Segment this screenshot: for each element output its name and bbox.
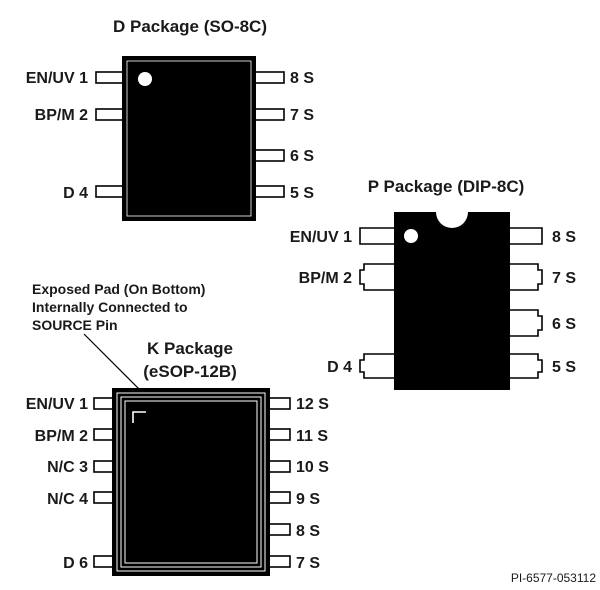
k-package-body (112, 388, 270, 576)
p-pin-label-8: 8 S (552, 229, 576, 246)
k-pin1-corner-mark (132, 411, 146, 423)
reference-number: PI-6577-053112 (511, 571, 597, 585)
k-lead-9 (267, 491, 291, 504)
k-package-title-line-1: K Package (147, 339, 233, 358)
d-lead-8 (253, 71, 285, 84)
note-line-2: Internally Connected to (32, 299, 188, 315)
d-pin-label-6: 6 S (290, 148, 314, 165)
p-lead-5 (508, 353, 543, 379)
p-package: P Package (DIP-8C) EN/UV 1 BP/M 2 D 4 8 … (290, 177, 576, 390)
k-lead-10 (267, 460, 291, 473)
d-pin-label-7: 7 S (290, 107, 314, 124)
k-pin-label-11: 11 S (296, 428, 328, 445)
k-body-ring-middle (120, 396, 262, 568)
d-lead-4 (95, 185, 125, 198)
k-package-title-line-2: (eSOP-12B) (143, 362, 237, 381)
p-lead-4 (359, 353, 396, 379)
exposed-pad-note: Exposed Pad (On Bottom) Internally Conne… (32, 281, 205, 430)
k-body-ring-inner (124, 400, 258, 564)
k-pin-label-12: 12 S (296, 396, 329, 413)
k-package: K Package (eSOP-12B) EN/UV 1 BP/M 2 N/C … (26, 339, 329, 576)
p-lead-6 (508, 309, 543, 337)
k-lead-11 (267, 428, 291, 441)
d-pin-label-5: 5 S (290, 185, 314, 202)
k-pin-label-9: 9 S (296, 491, 320, 508)
d-pin1-dot (138, 72, 152, 86)
d-pin-label-1: EN/UV 1 (26, 70, 88, 87)
p-pin-label-2: BP/M 2 (299, 270, 352, 287)
p-pin-label-5: 5 S (552, 359, 576, 376)
p-lead-2 (359, 263, 396, 291)
d-lead-6 (253, 149, 285, 162)
k-pin-label-1: EN/UV 1 (26, 396, 88, 413)
p-pin-label-1: EN/UV 1 (290, 229, 352, 246)
k-pin-label-2: BP/M 2 (35, 428, 88, 445)
d-pin-label-2: BP/M 2 (35, 107, 88, 124)
note-line-1: Exposed Pad (On Bottom) (32, 281, 205, 297)
d-package: D Package (SO-8C) EN/UV 1 BP/M 2 D 4 8 S… (26, 17, 314, 221)
p-lead-8 (508, 227, 543, 245)
d-lead-7 (253, 108, 285, 121)
d-package-title: D Package (SO-8C) (113, 17, 267, 36)
p-pin1-dot (404, 229, 418, 243)
d-pin-label-4: D 4 (63, 185, 88, 202)
k-lead-7 (267, 555, 291, 568)
d-package-body-edge (126, 60, 252, 217)
k-lead-12 (267, 397, 291, 410)
d-lead-2 (95, 108, 125, 121)
k-lead-8 (267, 523, 291, 536)
k-pin-label-8: 8 S (296, 523, 320, 540)
p-package-title: P Package (DIP-8C) (368, 177, 525, 196)
d-lead-5 (253, 185, 285, 198)
note-line-3: SOURCE Pin (32, 317, 118, 333)
p-lead-7 (508, 263, 543, 291)
k-body-ring-outer (116, 392, 266, 572)
k-pin-label-4: N/C 4 (47, 491, 88, 508)
k-pin-label-6: D 6 (63, 555, 88, 572)
d-pin-label-8: 8 S (290, 70, 314, 87)
p-pin-label-6: 6 S (552, 316, 576, 333)
d-lead-1 (95, 71, 125, 84)
k-pin-label-3: N/C 3 (47, 459, 88, 476)
p-notch (436, 212, 468, 228)
k-pin-label-10: 10 S (296, 459, 329, 476)
k-pin-label-7: 7 S (296, 555, 320, 572)
p-lead-1 (359, 227, 396, 245)
p-pin-label-4: D 4 (327, 359, 352, 376)
p-pin-label-7: 7 S (552, 270, 576, 287)
